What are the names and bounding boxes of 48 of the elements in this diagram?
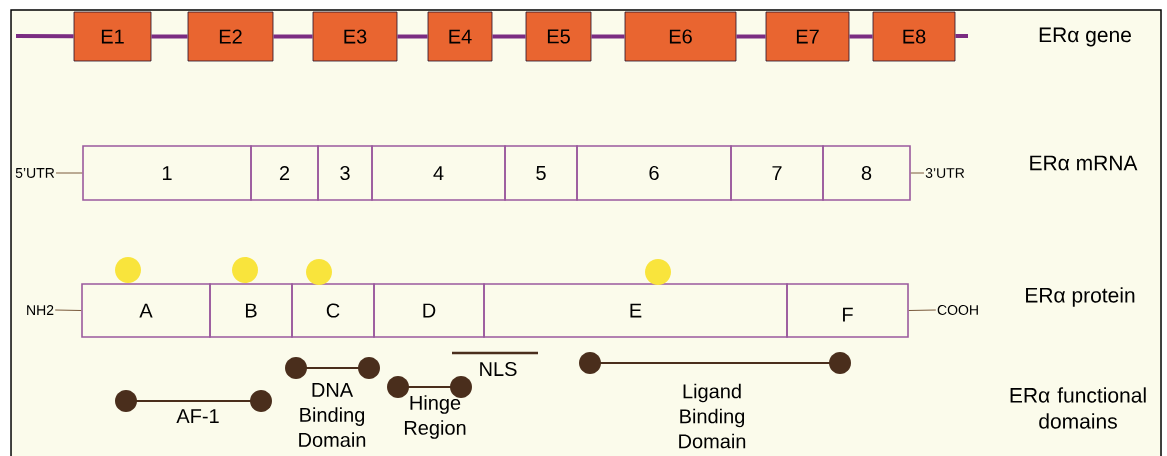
connector-line — [492, 34, 526, 39]
connector-line — [849, 34, 873, 39]
connector-line — [16, 34, 74, 39]
connector-line — [736, 34, 766, 39]
exon-box: E4 — [427, 11, 493, 62]
end-label: COOH — [937, 305, 978, 315]
segment-box: F — [786, 283, 909, 338]
connector-line — [955, 34, 969, 39]
segment-box: 6 — [576, 145, 732, 201]
text-label: Hinge Region — [404, 395, 466, 439]
end-label: 5’UTR — [15, 168, 55, 178]
connector-line — [55, 172, 83, 174]
end-label: NH2 — [27, 305, 54, 315]
connector-line — [273, 34, 313, 39]
connector-line — [591, 34, 625, 39]
connector-line — [151, 34, 188, 39]
text-label: Ligand Binding Domain — [679, 383, 746, 449]
segment-box: 2 — [250, 145, 319, 201]
segment-box: 7 — [730, 145, 824, 201]
connector-line — [908, 309, 937, 311]
text-label: ERα protein — [1026, 287, 1135, 307]
exon-box: E7 — [765, 11, 850, 62]
text-label: ERα gene — [1039, 27, 1131, 47]
text-label: AF-1 — [176, 409, 219, 423]
segment-box: C — [291, 283, 375, 338]
segment-box: 8 — [822, 145, 911, 201]
segment-box: 1 — [82, 145, 252, 201]
segment-box: B — [209, 283, 293, 338]
text-label: ERα functional domains — [1010, 387, 1146, 429]
exon-box: E2 — [187, 11, 274, 62]
segment-box: 4 — [371, 145, 506, 201]
exon-box: E8 — [872, 11, 956, 62]
text-label: DNA Binding Domain — [299, 383, 366, 447]
connector-line — [910, 172, 925, 174]
exon-box: E5 — [525, 11, 592, 62]
exon-box: E6 — [624, 11, 737, 62]
segment-box: A — [81, 283, 211, 338]
text-label: ERα mRNA — [1030, 155, 1138, 171]
segment-box: 5 — [504, 145, 578, 201]
connector-line — [397, 34, 428, 39]
exon-box: E3 — [312, 11, 398, 62]
text-label: NLS — [480, 361, 517, 377]
segment-box: D — [373, 283, 485, 338]
end-label: 3’UTR — [925, 168, 965, 178]
connector-line — [54, 309, 82, 311]
segment-box: 3 — [317, 145, 373, 201]
exon-box: E1 — [73, 11, 152, 62]
segment-box: E — [483, 283, 788, 338]
